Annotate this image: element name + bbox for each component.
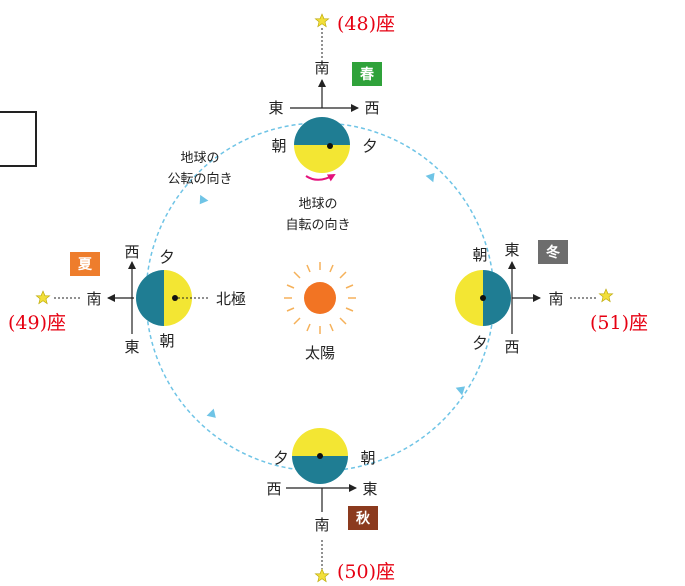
east-label-left: 東 (124, 338, 139, 356)
answer-box[interactable] (0, 111, 37, 167)
morning-label-top: 朝 (271, 137, 286, 155)
season-label-spring: 春 (359, 66, 375, 83)
orbit-direction-label: 地球の公転の向き (167, 151, 232, 187)
star-icon-right (598, 288, 614, 303)
evening-label-left: 夕 (159, 248, 174, 266)
season-label-winter: 冬 (546, 244, 560, 261)
season-label-autumn: 秋 (356, 510, 371, 527)
orbit-arrow-icon (206, 408, 216, 418)
season-badge-autumn (348, 506, 378, 530)
sun-icon (284, 262, 356, 334)
east-label-right: 東 (504, 241, 519, 259)
south-label-top: 南 (314, 59, 329, 77)
north-pole-label: 北極 (216, 290, 246, 308)
east-label-bottom: 東 (362, 480, 377, 498)
season-badge-summer (70, 252, 100, 276)
evening-label-right: 夕 (472, 334, 487, 352)
south-label-left: 南 (86, 290, 101, 308)
rotation-arrow-icon (305, 174, 336, 182)
earth-autumn (292, 428, 348, 484)
constellation-label-bottom: (50)座 (337, 561, 395, 583)
rotation-direction-label: 地球の自転の向き (285, 197, 350, 233)
earth-winter (455, 270, 511, 326)
constellation-label-right: (51)座 (590, 312, 648, 334)
evening-label-bottom: 夕 (273, 449, 288, 467)
west-label-top: 西 (364, 99, 379, 117)
east-label-top: 東 (268, 99, 283, 117)
sun-label: 太陽 (305, 344, 335, 362)
star-icon-bottom (314, 568, 330, 583)
constellation-label-top: (48)座 (337, 13, 395, 35)
season-label-summer: 夏 (78, 256, 93, 273)
south-label-bottom: 南 (314, 516, 329, 534)
earth-spring (294, 117, 350, 173)
star-icon-top (314, 13, 330, 28)
west-label-bottom: 西 (266, 480, 281, 498)
morning-label-right: 朝 (472, 246, 487, 264)
west-label-right: 西 (504, 338, 519, 356)
morning-label-bottom: 朝 (360, 449, 375, 467)
orbit-arrow-icon (199, 194, 209, 205)
orbit-arrow-icon (455, 386, 466, 396)
star-icon-left (35, 290, 51, 305)
constellation-label-left: (49)座 (8, 312, 66, 334)
morning-label-left: 朝 (159, 332, 174, 350)
west-label-left: 西 (124, 243, 139, 261)
season-badge-spring (352, 62, 382, 86)
evening-label-top: 夕 (362, 137, 377, 155)
south-label-right: 南 (548, 290, 563, 308)
orbit-arrow-icon (425, 172, 435, 183)
season-badge-winter (538, 240, 568, 264)
